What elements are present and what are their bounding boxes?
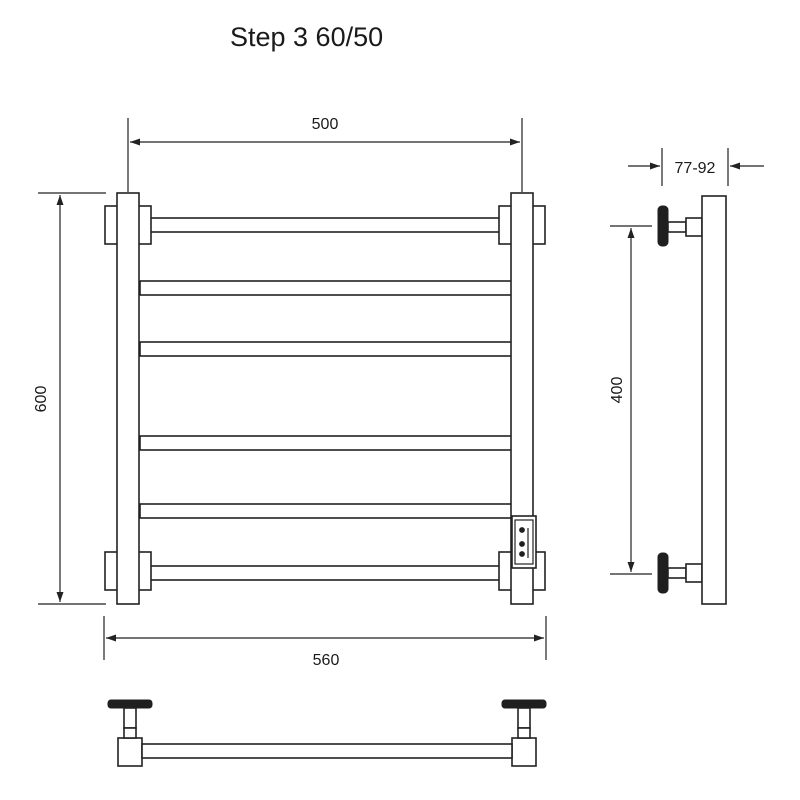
height-label: 600: [33, 386, 50, 413]
wall-offset-label: 77-92: [675, 160, 716, 177]
rung: [139, 280, 513, 296]
top-stem-right: [517, 707, 531, 729]
rung: [139, 341, 513, 357]
total-width-label: 560: [313, 652, 340, 669]
indicator-dot: [519, 551, 525, 557]
width-dimension: 500: [127, 116, 523, 192]
top-view: [107, 699, 547, 767]
mount-spacing-label: 400: [609, 377, 626, 404]
side-profile: [701, 195, 727, 605]
right-upright: [510, 192, 534, 605]
top-wall-plate-left: [107, 699, 153, 709]
rung: [139, 565, 513, 581]
rung: [139, 217, 513, 233]
side-bracket-top: [657, 205, 703, 247]
indicator-dot: [519, 527, 525, 533]
front-brackets: [104, 205, 546, 591]
top-upright-left: [117, 737, 143, 767]
top-wall-plate-right: [501, 699, 547, 709]
top-stem-left: [123, 707, 137, 729]
left-upright: [116, 192, 140, 605]
side-bracket-bottom: [657, 552, 703, 594]
rung: [139, 435, 513, 451]
rung: [139, 503, 513, 519]
mount-spacing-dimension: 400: [609, 225, 652, 575]
width-label: 500: [312, 116, 339, 133]
drawing-title: Step 3 60/50: [230, 22, 383, 52]
wall-offset-dimension: 77-92: [628, 148, 764, 186]
top-rail-bar: [141, 743, 513, 759]
total-width-dimension: 560: [103, 616, 547, 669]
top-upright-right: [511, 737, 537, 767]
indicator-dot: [519, 541, 525, 547]
heater-control-unit: [511, 515, 537, 569]
rungs: [139, 217, 513, 581]
front-view: 500 600: [33, 116, 547, 669]
side-view: 77-92 400: [609, 148, 764, 605]
height-dimension: 600: [33, 192, 106, 605]
